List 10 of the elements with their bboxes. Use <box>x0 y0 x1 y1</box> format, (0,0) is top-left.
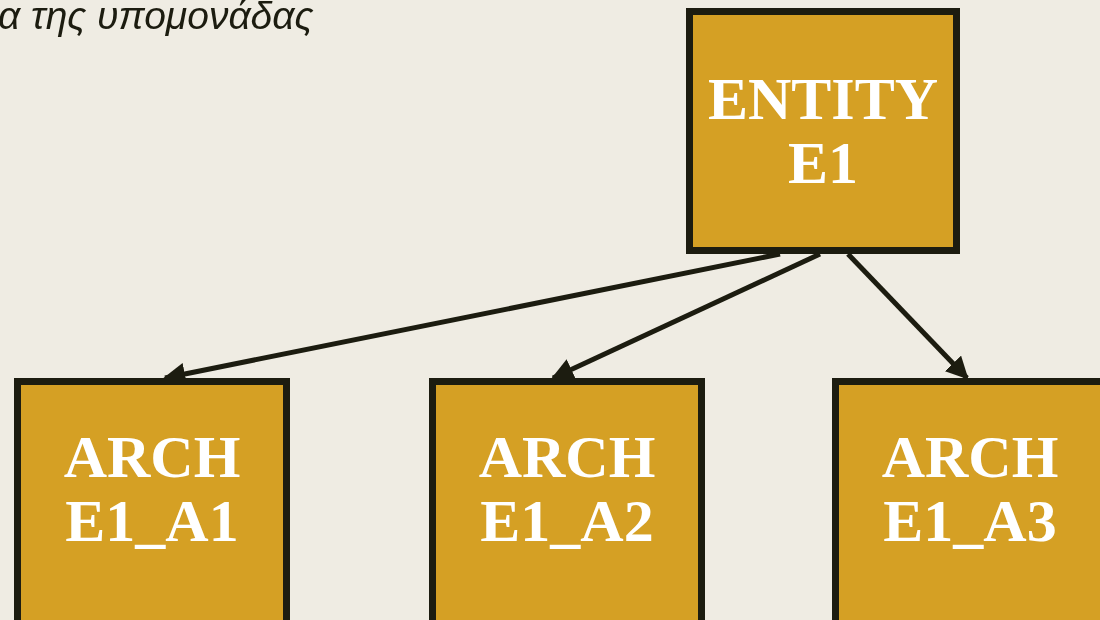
box-label: ARCH E1_A1 <box>62 425 242 553</box>
box-label: ENTITY E1 <box>706 67 940 195</box>
heading-text: α της υπομονάδας <box>0 0 314 38</box>
entity-box <box>832 378 1100 620</box>
arrow <box>846 252 969 380</box>
box-label: ARCH E1_A3 <box>880 425 1060 553</box>
entity-box <box>686 8 960 254</box>
box-label: ARCH E1_A2 <box>477 425 657 553</box>
entity-box <box>14 378 290 620</box>
entity-box <box>429 378 705 620</box>
